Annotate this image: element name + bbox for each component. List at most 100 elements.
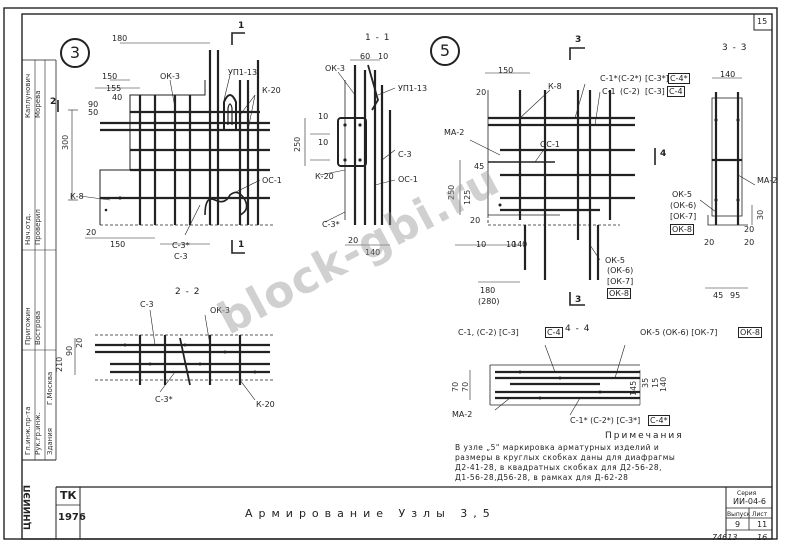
stamp-name-4: Вострова [34, 310, 42, 345]
n3-ok3: ОК-3 [160, 72, 180, 81]
n3-d90: 90 [88, 100, 99, 109]
stamp-org-2: Г.Москва [46, 371, 54, 405]
s33-ok8: ОК-8 [670, 224, 694, 235]
s44-d70b: 70 [461, 381, 470, 392]
notes-title: Примечания [605, 431, 684, 441]
n5-d10-1: 10 [476, 240, 487, 249]
n5-oc1: ОС-1 [540, 140, 560, 149]
stamp-role-1: Нач.отд. [24, 213, 32, 245]
n5-c4: С-4 [667, 86, 685, 97]
n3-d150-bot: 150 [110, 240, 126, 249]
n5-d150: 150 [498, 66, 514, 75]
n3-d50: 50 [88, 108, 99, 117]
cut-1-bottom: 1 [238, 240, 245, 250]
n5-d45: 45 [474, 162, 485, 171]
org-code: ТК [60, 489, 77, 502]
s22-d210: 210 [55, 356, 64, 372]
issue-value: 9 [735, 520, 741, 529]
s11-ok3: ОК-3 [325, 64, 345, 73]
n3-up13: УП1-13 [228, 68, 258, 77]
n5-ok5: ОК-5 [605, 256, 625, 265]
section-3-3: 3 - 3 [722, 43, 748, 53]
s44-c4: С-4 [545, 327, 563, 338]
stamp-name-1: Каплунович [24, 73, 32, 118]
s22-ok3: ОК-3 [210, 306, 230, 315]
section-1-1: 1 - 1 [365, 33, 391, 43]
n5-d20: 20 [476, 88, 487, 97]
n5-k8: К-8 [548, 82, 562, 91]
n5-c2: (С-2) [620, 87, 640, 96]
s33-d20-left: 20 [704, 238, 715, 247]
s22-c3: С-3 [140, 300, 154, 309]
s33-d20-right2: 20 [744, 238, 755, 247]
s33-d95: 95 [730, 291, 741, 300]
n5-d140: 140 [512, 240, 528, 249]
s44-c123star: С-1* (С-2*) [С-3*] [570, 416, 641, 425]
n5-ok6: (ОК-6) [607, 266, 634, 275]
s11-oc1: ОС-1 [398, 175, 418, 184]
n5-ma2: МА-2 [444, 128, 465, 137]
notes-line-4: Д1-56-28,Д56-28, в рамках для Д-62-28 [455, 473, 629, 482]
cut-4: 4 [660, 149, 667, 159]
s44-d145: 145 [629, 380, 638, 396]
s44-c123: С-1, (С-2) [С-3] [458, 328, 519, 337]
series-code: ИИ-04-6 [733, 497, 767, 506]
stamp-role-3: Гл.инж.пр-та [24, 406, 32, 455]
s33-ok6: (ОК-6) [670, 201, 697, 210]
cut-3-top: 3 [575, 35, 582, 45]
page-number: 15 [757, 17, 768, 26]
s33-ma2: МА-2 [757, 176, 778, 185]
cut-1-top: 1 [238, 21, 245, 31]
cut-2: 2 [50, 97, 57, 107]
n3-k8: К-8 [70, 192, 84, 201]
notes-line-3: Д2-41-28, в квадратных скобках для Д2-56… [455, 463, 663, 472]
s11-d60: 60 [360, 52, 371, 61]
node-5-marker: 5 [430, 36, 460, 66]
s44-d140: 140 [659, 376, 668, 392]
s11-d20: 20 [348, 236, 359, 245]
notes-line-2: размеры в круглых скобках даны для диафр… [455, 453, 676, 462]
n5-c2star: (С-2*) [618, 74, 642, 83]
n3-d40: 40 [112, 93, 123, 102]
s22-d20: 20 [75, 337, 84, 348]
n3-oc1: ОС-1 [262, 176, 282, 185]
s11-k20: К-20 [315, 172, 334, 181]
s11-c3star: С-3* [322, 220, 340, 229]
stamp-org-1: Здания [46, 428, 54, 455]
year: 1976 [58, 512, 86, 523]
n3-c3: С-3 [174, 252, 188, 261]
sheet-value: 11 [757, 520, 768, 529]
sheet-label: Лист [752, 511, 768, 518]
section-4-4: 4 - 4 [565, 324, 591, 334]
n5-ok7: [ОК-7] [607, 277, 634, 286]
s33-d140: 140 [720, 70, 736, 79]
stamp-name-3: Пригожин [24, 307, 32, 345]
s33-d20-right: 20 [744, 225, 755, 234]
n3-d300: 300 [61, 134, 70, 150]
stamp-role-2: Проверил [34, 209, 42, 245]
s22-c3star: С-3* [155, 395, 173, 404]
issue-label: Выпуск [727, 511, 751, 518]
section-2-2: 2 - 2 [175, 287, 201, 297]
s33-d30: 30 [756, 209, 765, 220]
s44-d35: 35 [641, 377, 650, 388]
s33-ok7: [ОК-7] [670, 212, 697, 221]
n3-c3star: С-3* [172, 241, 190, 250]
bottom-page: 16 [757, 533, 768, 542]
n3-d180: 180 [112, 34, 128, 43]
s11-d250: 250 [293, 136, 302, 152]
bottom-code: 74613 [712, 533, 738, 542]
stamp-name-2: Морева [34, 90, 42, 119]
s11-d10-left: 10 [318, 112, 329, 121]
n5-c1: С-1 [602, 87, 616, 96]
n5-d280: (280) [478, 297, 500, 306]
node-3-marker: 3 [60, 38, 90, 68]
n3-d155: 155 [106, 84, 122, 93]
s44-d70: 70 [451, 381, 460, 392]
n5-c4star: С-4* [668, 73, 690, 84]
n3-d20: 20 [86, 228, 97, 237]
n5-c3b: [С-3] [645, 87, 665, 96]
stamp-role-4: Рук.гр.инж. [34, 412, 42, 455]
s44-ma2: МА-2 [452, 410, 473, 419]
